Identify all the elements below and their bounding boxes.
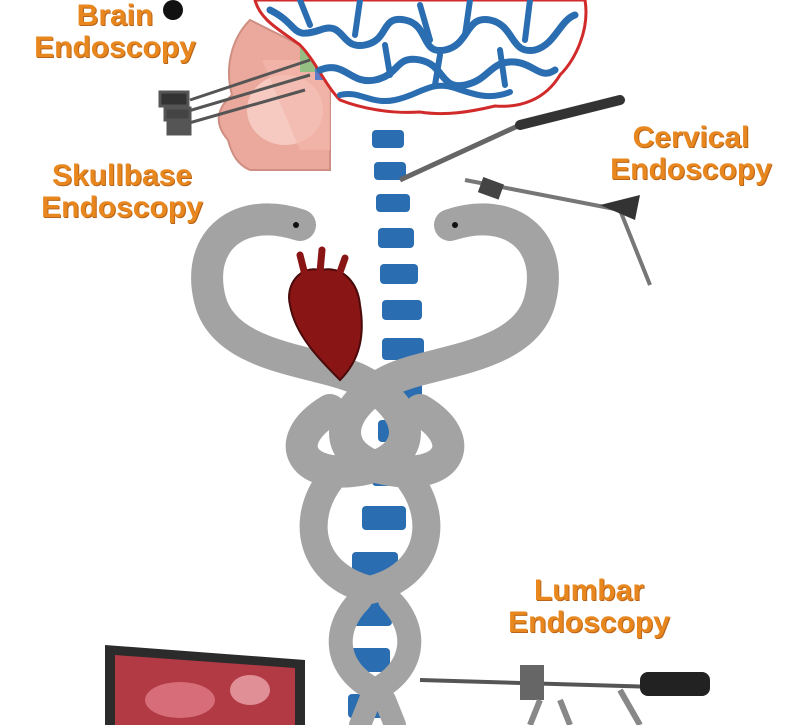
label-skullbase-endoscopy: Skullbase Endoscopy	[22, 160, 222, 224]
label-lumbar-line1: Lumbar	[533, 574, 644, 607]
label-cervical-endoscopy: Cervical Endoscopy	[596, 122, 786, 186]
label-brain-line2: Endoscopy	[34, 31, 196, 64]
label-cervical-line1: Cervical	[632, 121, 750, 154]
head-profile-illustration	[217, 18, 335, 171]
label-skullbase-line1: Skullbase	[51, 159, 193, 192]
brain-illustration	[253, 0, 588, 116]
label-brain-endoscopy: Brain Endoscopy	[20, 0, 210, 64]
endoscope-instrument	[158, 0, 311, 136]
heart-illustration	[288, 246, 363, 382]
video-monitor	[105, 645, 305, 725]
endoscope-instrument	[398, 95, 652, 286]
label-lumbar-line2: Endoscopy	[508, 606, 670, 639]
label-skullbase-line2: Endoscopy	[41, 191, 203, 224]
label-brain-line1: Brain	[76, 0, 154, 32]
endoscope-instrument	[419, 665, 710, 725]
caduceus-staff	[191, 203, 559, 725]
label-cervical-line2: Endoscopy	[610, 153, 772, 186]
label-lumbar-endoscopy: Lumbar Endoscopy	[494, 575, 684, 639]
